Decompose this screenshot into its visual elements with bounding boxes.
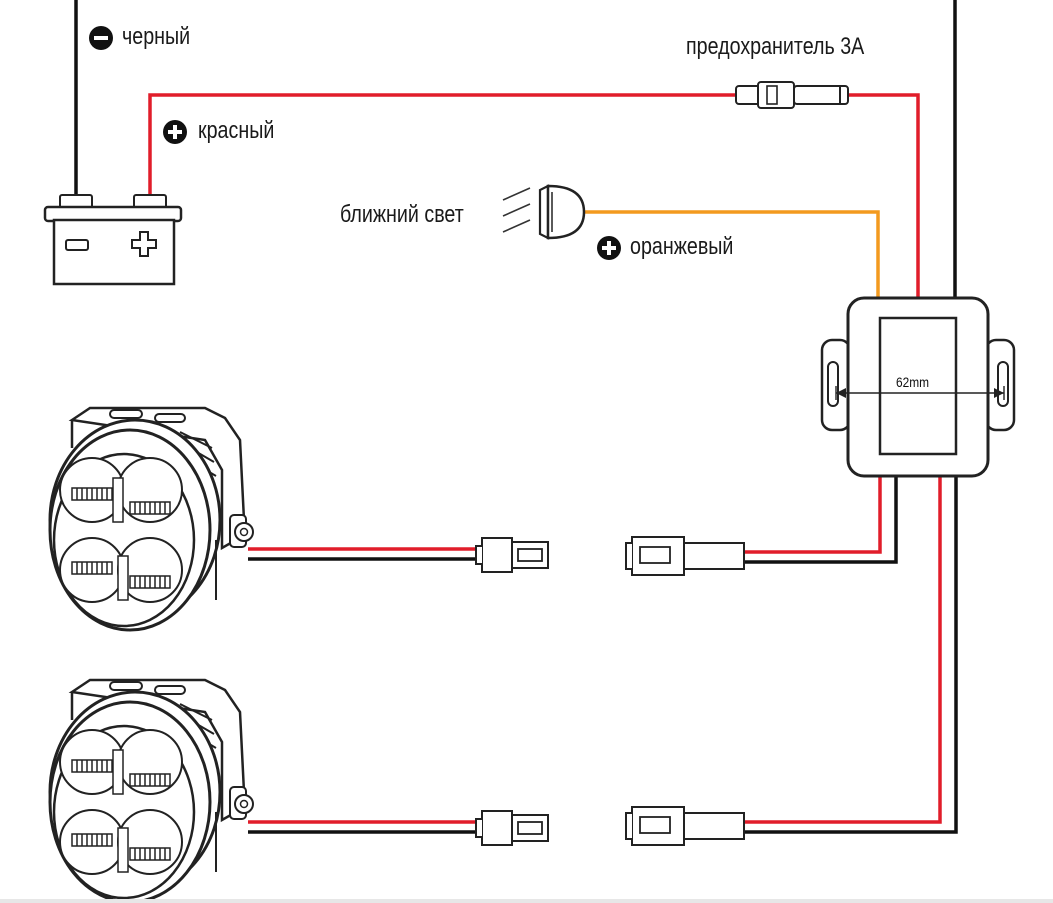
fuse-label: предохранитель 3А — [686, 33, 865, 60]
black-wire-out-1 — [745, 472, 898, 564]
battery-icon — [43, 194, 183, 286]
red-wire-out-1 — [745, 472, 882, 554]
fog-lamp-1 — [48, 406, 255, 632]
connector-lamp1-male — [475, 537, 549, 573]
orange-wire-label: оранжевый — [630, 233, 734, 260]
connector-lamp2-female — [625, 806, 745, 846]
orange-wire — [580, 210, 880, 300]
red-wire-main — [148, 93, 920, 300]
black-wire-main — [74, 0, 957, 300]
red-wire-out-2 — [745, 472, 942, 824]
plus-circle-icon — [163, 120, 187, 144]
plus-circle-icon-orange — [597, 236, 621, 260]
dimension-label: 62mm — [896, 374, 930, 390]
black-wire-label: черный — [122, 23, 191, 50]
relay-module — [820, 296, 1016, 478]
bottom-divider — [0, 899, 1053, 903]
connector-lamp1-female — [625, 536, 745, 576]
fog-lamp-2 — [48, 678, 255, 903]
minus-circle-icon — [89, 26, 113, 50]
black-wire-out-2 — [745, 472, 958, 834]
low-beam-bulb-icon — [502, 184, 586, 240]
low-beam-label: ближний свет — [340, 201, 464, 228]
red-wire-label: красный — [198, 117, 275, 144]
fuse-icon — [735, 81, 849, 109]
connector-lamp2-male — [475, 810, 549, 846]
